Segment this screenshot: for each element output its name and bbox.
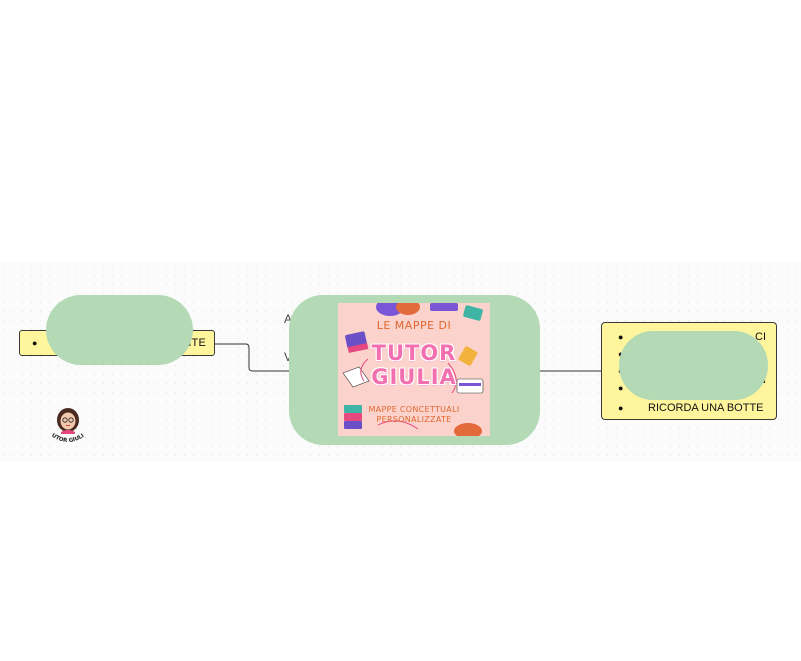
- bullet-icon: ●: [618, 383, 624, 393]
- left-green-overlay: [46, 295, 193, 365]
- cover-title-small: LE MAPPE DI: [376, 319, 452, 332]
- cover-title-giulia: GIULIA: [371, 365, 457, 389]
- right-item-1-tail: CI: [755, 331, 766, 343]
- cover-title-tutor: TUTOR: [371, 341, 457, 365]
- right-green-overlay: [619, 331, 768, 400]
- connector-left: [215, 343, 289, 372]
- avatar-icon: TUTOR GIULIA: [46, 405, 85, 444]
- center-fragment-top: A: [284, 312, 293, 326]
- book-icon: [342, 303, 484, 436]
- cover-subtitle-1: MAPPE CONCETTUALI: [368, 405, 460, 414]
- bullet-icon: ●: [618, 403, 624, 413]
- bullet-icon: ●: [32, 338, 38, 348]
- center-fragment-middle: V: [284, 350, 293, 364]
- bullet-icon: ●: [618, 332, 624, 342]
- cover-subtitle-2: PERSONALIZZATE: [376, 415, 452, 424]
- right-item-last: RICORDA UNA BOTTE: [648, 402, 764, 414]
- cover-image: LE MAPPE DI TUTOR GIULIA MAPPE CONCETTUA…: [338, 303, 490, 436]
